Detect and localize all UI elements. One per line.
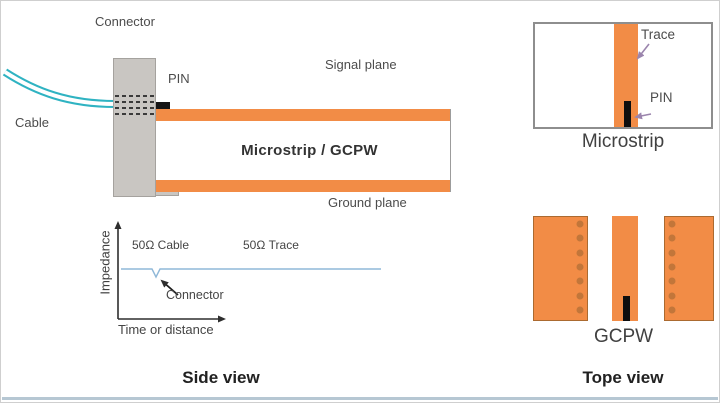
ground-plane-strip [153, 180, 450, 192]
gcpw-caption: GCPW [593, 326, 654, 347]
bottom-accent-bar [2, 397, 718, 400]
gcpw-via-dots [576, 220, 676, 314]
cable-drawing [2, 68, 116, 108]
pin-shape-side [156, 102, 170, 109]
board-label: Microstrip / GCPW [241, 142, 378, 159]
gcpw-top-view [533, 216, 714, 321]
microstrip-top-view [533, 22, 713, 129]
connector-contact-row [115, 101, 154, 103]
trace-impedance-label: 50Ω Trace [243, 238, 299, 252]
cable-impedance-label: 50Ω Cable [132, 238, 190, 252]
impedance-axis-label: Impedance [97, 230, 113, 295]
signal-plane-strip [153, 109, 450, 121]
trace-label: Trace [641, 27, 676, 42]
impedance-plot [114, 221, 381, 323]
pin-shape-gcpw [623, 296, 630, 321]
pin-label-side: PIN [168, 71, 190, 86]
connector-contact-row [115, 113, 154, 115]
pcb-side-view: Microstrip / GCPW [153, 109, 451, 192]
dip-connector-label: Connector [166, 288, 224, 302]
side-view-caption: Side view [182, 368, 260, 387]
connector-contact-row [115, 107, 154, 109]
gcpw-left-ground [533, 216, 588, 321]
pin-shape-microstrip [624, 101, 631, 127]
connector-contact-row [115, 95, 154, 97]
cable-label: Cable [15, 115, 49, 130]
pin-label-microstrip: PIN [650, 90, 673, 105]
connector-label: Connector [95, 14, 155, 29]
microstrip-annotation-arrows [634, 43, 652, 120]
signal-plane-label: Signal plane [325, 57, 397, 72]
microstrip-caption: Microstrip [581, 131, 665, 152]
connector-body [113, 58, 156, 197]
top-view-caption: Tope view [582, 368, 664, 387]
ground-plane-label: Ground plane [328, 195, 407, 210]
time-axis-label: Time or distance [118, 322, 214, 337]
